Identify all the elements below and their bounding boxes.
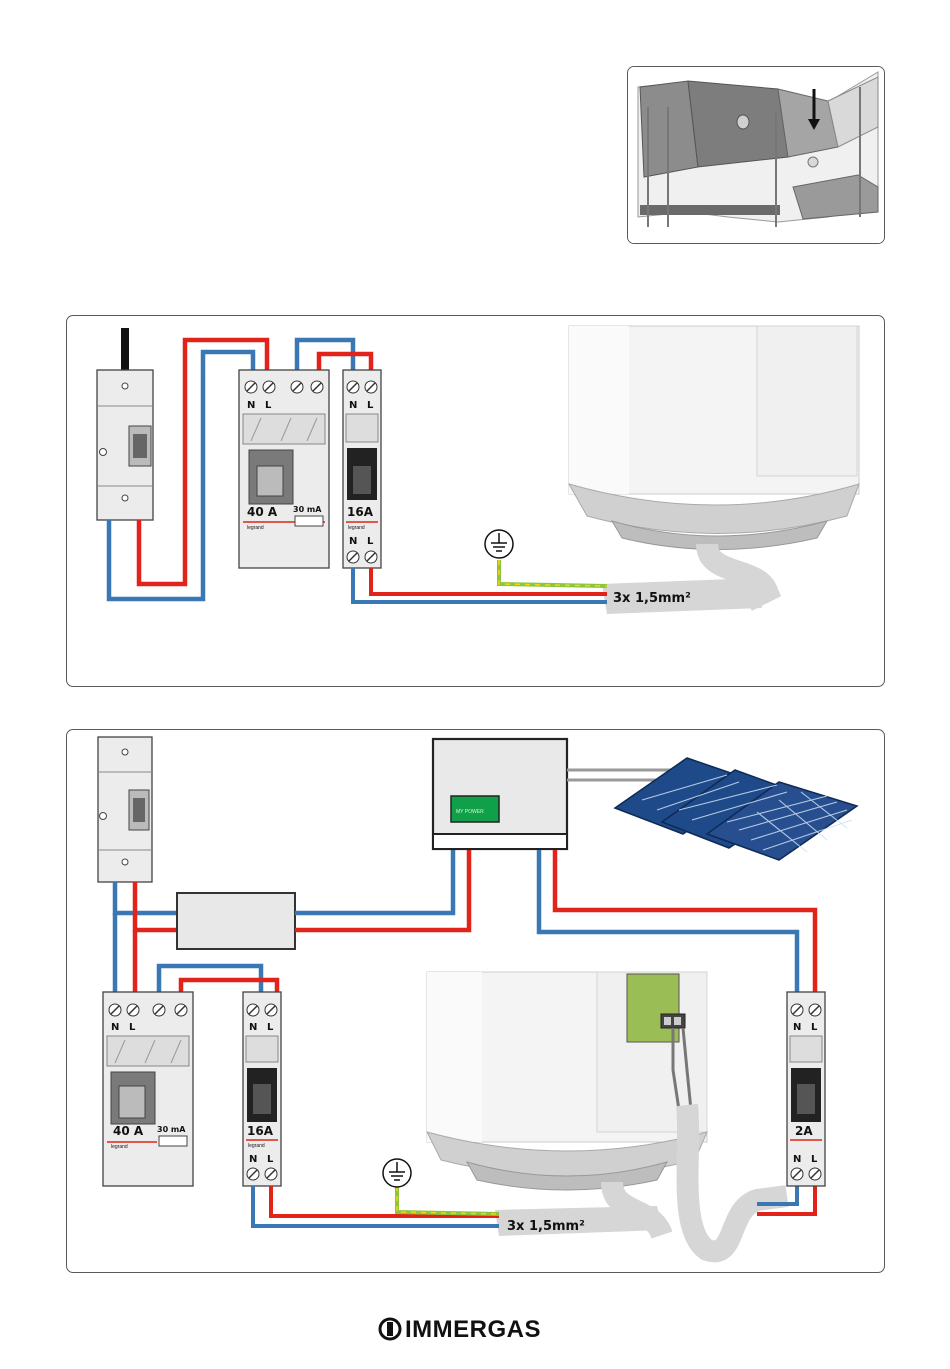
rcd-40a: N L 40 A 30 mA legrand bbox=[239, 370, 329, 568]
mcb16-bottom-terminal-n: N bbox=[249, 1154, 257, 1165]
inverter-display-text: MY POWER bbox=[456, 809, 484, 815]
mcb-rating: 16A bbox=[347, 505, 374, 519]
mcb16-top-terminal-l: L bbox=[267, 1022, 274, 1033]
bracket-detail-illustration bbox=[628, 67, 885, 244]
earth-wire bbox=[397, 1186, 499, 1214]
mcb-16a: N L 16A legrand N L bbox=[243, 992, 281, 1186]
wiring-diagram-2: MY POWER bbox=[66, 729, 885, 1273]
rcd-terminal-l: L bbox=[129, 1022, 136, 1033]
mcb16-rating: 16A bbox=[247, 1124, 274, 1138]
mcb-brand: legrand bbox=[348, 525, 365, 531]
inverter-unit: MY POWER bbox=[433, 739, 567, 849]
water-heater bbox=[569, 326, 859, 601]
mcb-top-terminal-n: N bbox=[349, 400, 357, 411]
wiring-diagram-1-drawing: N L 40 A 30 mA legrand N L 16A legrand N bbox=[67, 316, 885, 687]
solar-panels-icon bbox=[615, 758, 857, 860]
mcb2-top-terminal-n: N bbox=[793, 1022, 801, 1033]
bracket-detail-frame bbox=[627, 66, 885, 244]
rcd-terminal-n: N bbox=[111, 1022, 119, 1033]
cable-label: 3x 1,5mm² bbox=[507, 1219, 585, 1234]
mcb16-brand: legrand bbox=[248, 1143, 265, 1149]
mcb2-rating: 2A bbox=[795, 1124, 813, 1138]
rcd-brand: legrand bbox=[111, 1144, 128, 1150]
rcd-brand: legrand bbox=[247, 525, 264, 531]
mcb2-bottom-terminal-l: L bbox=[811, 1154, 818, 1165]
earth-icon bbox=[383, 1159, 411, 1187]
rcd-terminal-n: N bbox=[247, 400, 255, 411]
supply-cable bbox=[121, 328, 129, 370]
earth-icon bbox=[485, 530, 513, 558]
mcb16-bottom-terminal-l: L bbox=[267, 1154, 274, 1165]
mcb-2a: N L 2A N L bbox=[787, 992, 825, 1186]
rcd-rating: 40 A bbox=[113, 1124, 144, 1138]
wiring-diagram-2-drawing: MY POWER bbox=[67, 730, 885, 1273]
rcd-40a: N L 40 A 30 mA legrand bbox=[103, 992, 193, 1186]
earth-wire bbox=[499, 560, 607, 586]
mcb-16a: N L 16A legrand N L bbox=[343, 370, 381, 568]
wiring-diagram-1: N L 40 A 30 mA legrand N L 16A legrand N bbox=[66, 315, 885, 687]
energy-meter-box bbox=[177, 893, 295, 949]
cable-label: 3x 1,5mm² bbox=[613, 591, 691, 606]
mcb2-top-terminal-l: L bbox=[811, 1022, 818, 1033]
logo-text: IMMERGAS bbox=[405, 1316, 541, 1343]
mcb2-bottom-terminal-n: N bbox=[793, 1154, 801, 1165]
mcb-bottom-terminal-l: L bbox=[367, 536, 374, 547]
logo-mark: IMMERGAS bbox=[378, 1313, 578, 1345]
rcd-terminal-l: L bbox=[265, 400, 272, 411]
main-switch bbox=[97, 370, 153, 520]
rcd-sensitivity: 30 mA bbox=[293, 505, 322, 514]
mcb-top-terminal-l: L bbox=[367, 400, 374, 411]
mcb16-top-terminal-n: N bbox=[249, 1022, 257, 1033]
immergas-logo: IMMERGAS bbox=[378, 1313, 578, 1345]
main-switch bbox=[98, 737, 152, 882]
mcb-bottom-terminal-n: N bbox=[349, 536, 357, 547]
rcd-sensitivity: 30 mA bbox=[157, 1125, 186, 1134]
rcd-rating: 40 A bbox=[247, 505, 278, 519]
